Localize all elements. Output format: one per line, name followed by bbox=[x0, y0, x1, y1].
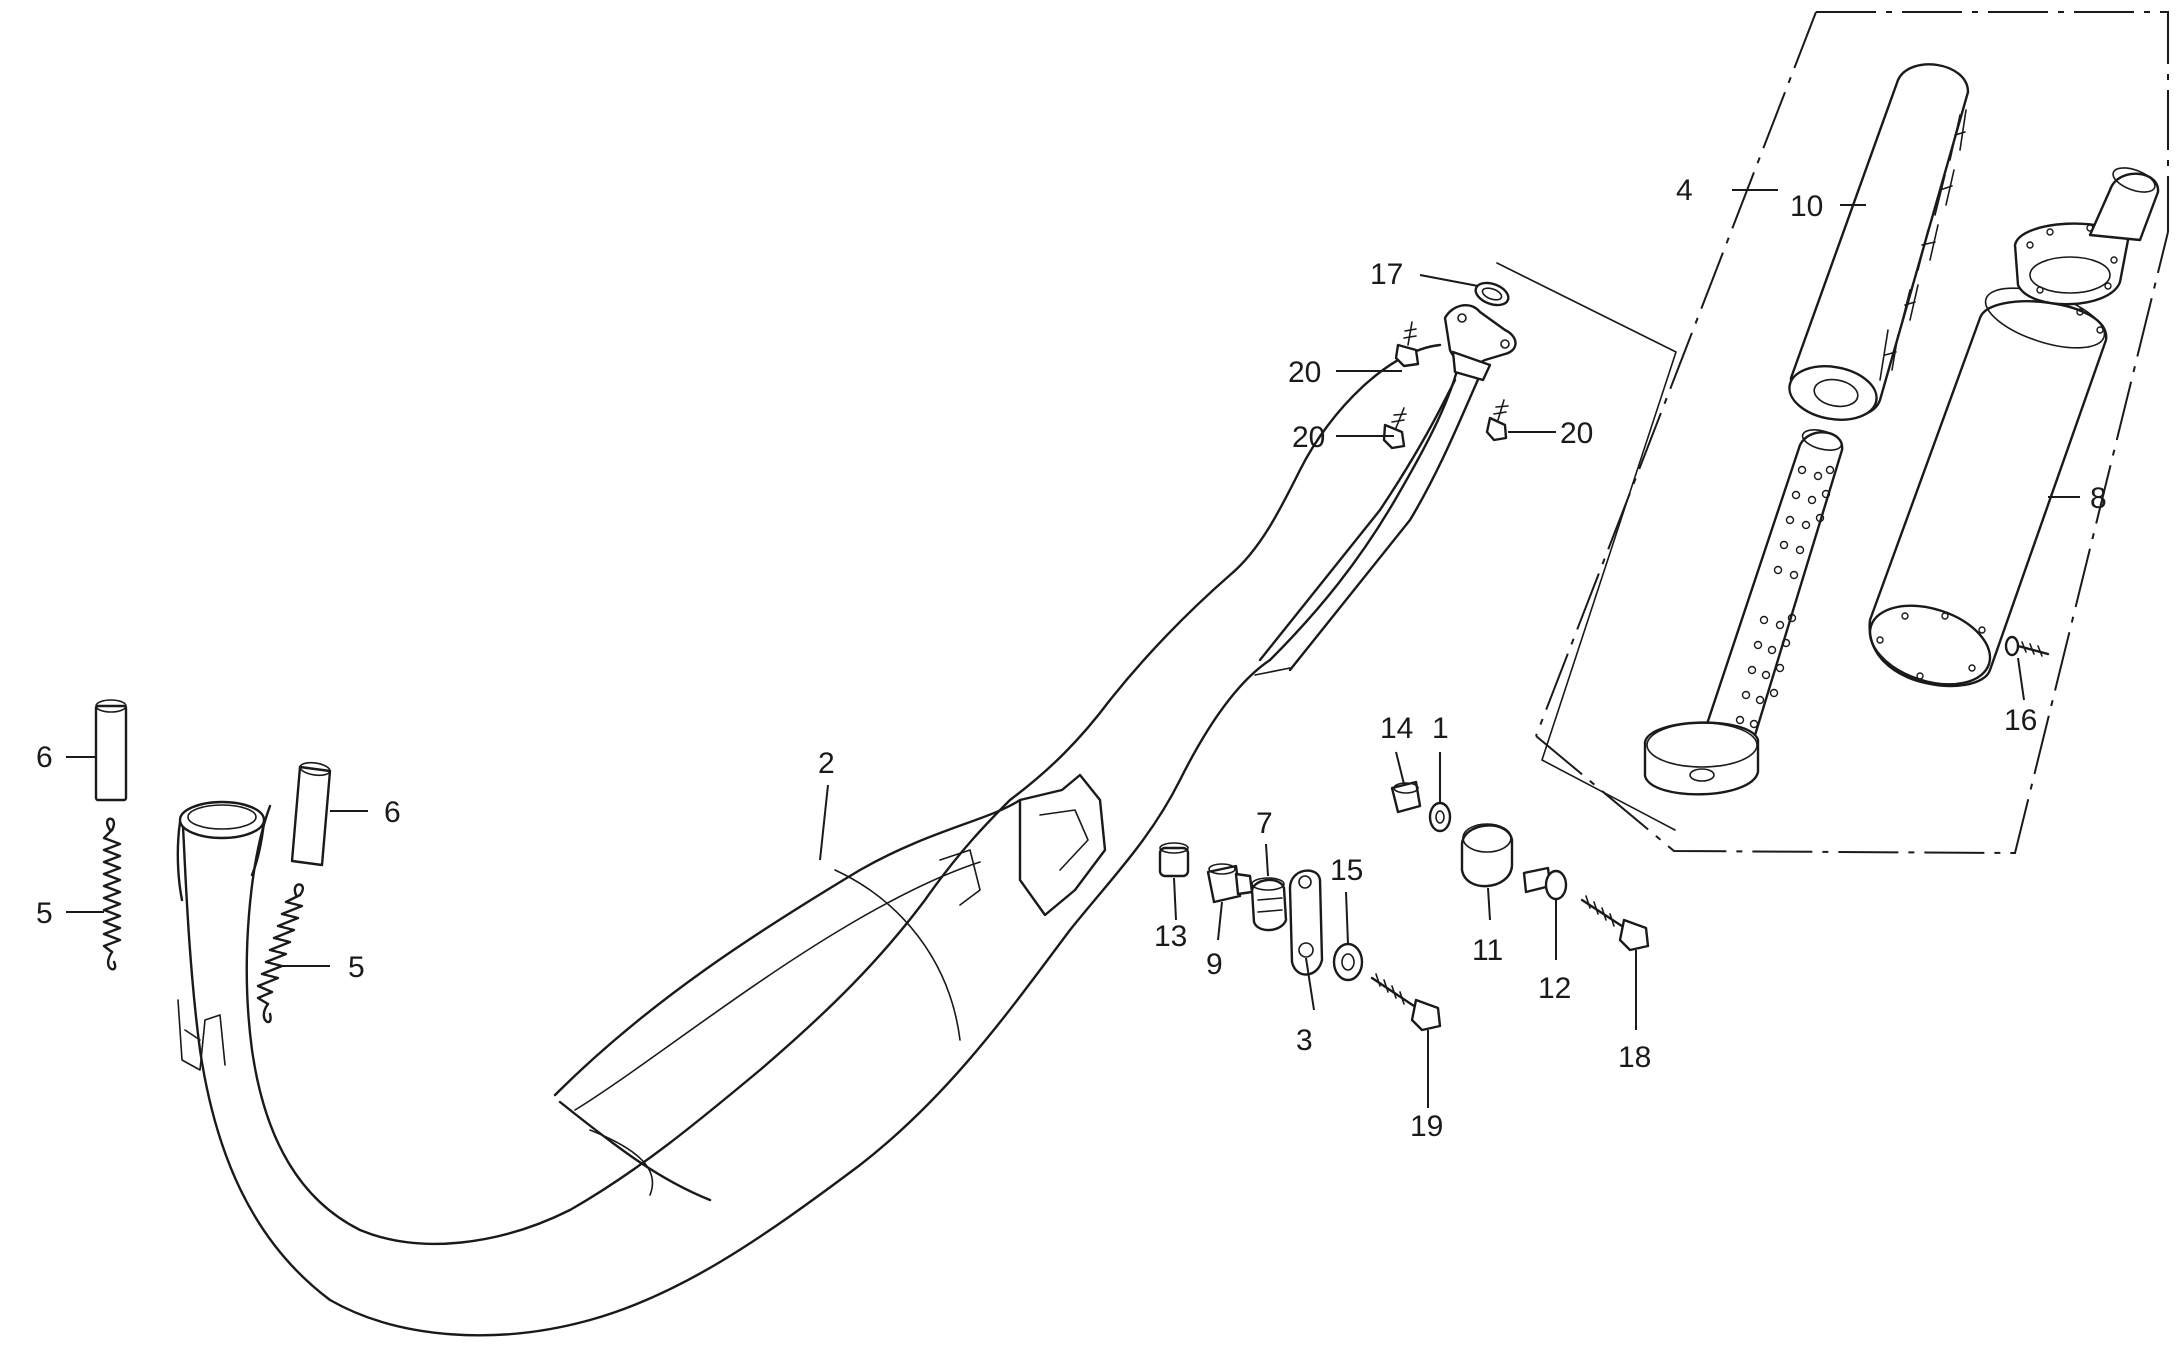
rubber-mount-11 bbox=[1460, 823, 1514, 888]
label-18: 18 bbox=[1618, 1041, 1651, 1074]
grommet-7 bbox=[1250, 877, 1288, 932]
label-20-right: 20 bbox=[1560, 417, 1593, 450]
label-4: 4 bbox=[1676, 174, 1693, 207]
rivet-16 bbox=[2004, 635, 2050, 657]
label-7: 7 bbox=[1256, 807, 1273, 840]
end-cap-outlet bbox=[2013, 167, 2160, 306]
sleeve-6-right bbox=[290, 761, 332, 867]
label-5-left: 5 bbox=[36, 897, 53, 930]
mounting-plate-3 bbox=[1288, 869, 1324, 976]
label-15: 15 bbox=[1330, 854, 1363, 887]
label-11: 11 bbox=[1472, 934, 1503, 967]
sleeve-6-left bbox=[94, 699, 128, 802]
label-14: 14 bbox=[1380, 712, 1413, 745]
bolt-18 bbox=[1580, 895, 1650, 952]
perforated-core bbox=[1643, 429, 1844, 796]
spacer-13 bbox=[1158, 842, 1190, 878]
screw-20-middle bbox=[1382, 407, 1407, 450]
label-2: 2 bbox=[818, 747, 835, 780]
washer-1 bbox=[1428, 801, 1452, 833]
screw-20-upper bbox=[1394, 321, 1420, 368]
exhaust-flange bbox=[1443, 304, 1517, 382]
bolt-19 bbox=[1370, 973, 1442, 1032]
label-10: 10 bbox=[1790, 190, 1823, 223]
expansion-chamber bbox=[176, 343, 1482, 1337]
washer-15 bbox=[1332, 942, 1364, 982]
spring-5-right bbox=[256, 883, 304, 1024]
label-20-middle: 20 bbox=[1292, 421, 1325, 454]
core-holes bbox=[1735, 465, 1835, 729]
label-17: 17 bbox=[1370, 258, 1403, 291]
silencer-assembly-frame bbox=[1496, 11, 2169, 855]
label-6-right: 6 bbox=[384, 796, 401, 829]
label-5-right: 5 bbox=[348, 951, 365, 984]
label-8: 8 bbox=[2090, 482, 2107, 515]
label-19: 19 bbox=[1410, 1110, 1443, 1143]
inlet-collar bbox=[178, 800, 266, 840]
callout-labels: 6 6 5 5 2 3 4 10 8 17 20 20 20 14 1 7 15… bbox=[36, 174, 2107, 1143]
label-20-upper: 20 bbox=[1288, 356, 1321, 389]
nut-14 bbox=[1390, 780, 1422, 814]
gilera-lettering bbox=[1879, 109, 1967, 381]
label-12: 12 bbox=[1538, 972, 1571, 1005]
gilera-logo-marking bbox=[177, 999, 226, 1071]
silencer-outer-shell-10 bbox=[1788, 63, 1970, 421]
label-3: 3 bbox=[1296, 1024, 1313, 1057]
label-9: 9 bbox=[1206, 948, 1223, 981]
label-1: 1 bbox=[1432, 712, 1449, 745]
screw-20-right bbox=[1485, 399, 1509, 442]
flange-gasket bbox=[1474, 281, 1510, 307]
bushing-9 bbox=[1206, 863, 1254, 904]
leader-lines bbox=[66, 189, 2080, 1108]
label-16: 16 bbox=[2004, 704, 2037, 737]
label-6-left: 6 bbox=[36, 741, 53, 774]
collar-12 bbox=[1522, 866, 1568, 901]
label-13: 13 bbox=[1154, 920, 1187, 953]
core-end-cap bbox=[1643, 721, 1760, 796]
chamber-bracket bbox=[1018, 773, 1107, 917]
spring-5-left bbox=[102, 817, 122, 971]
